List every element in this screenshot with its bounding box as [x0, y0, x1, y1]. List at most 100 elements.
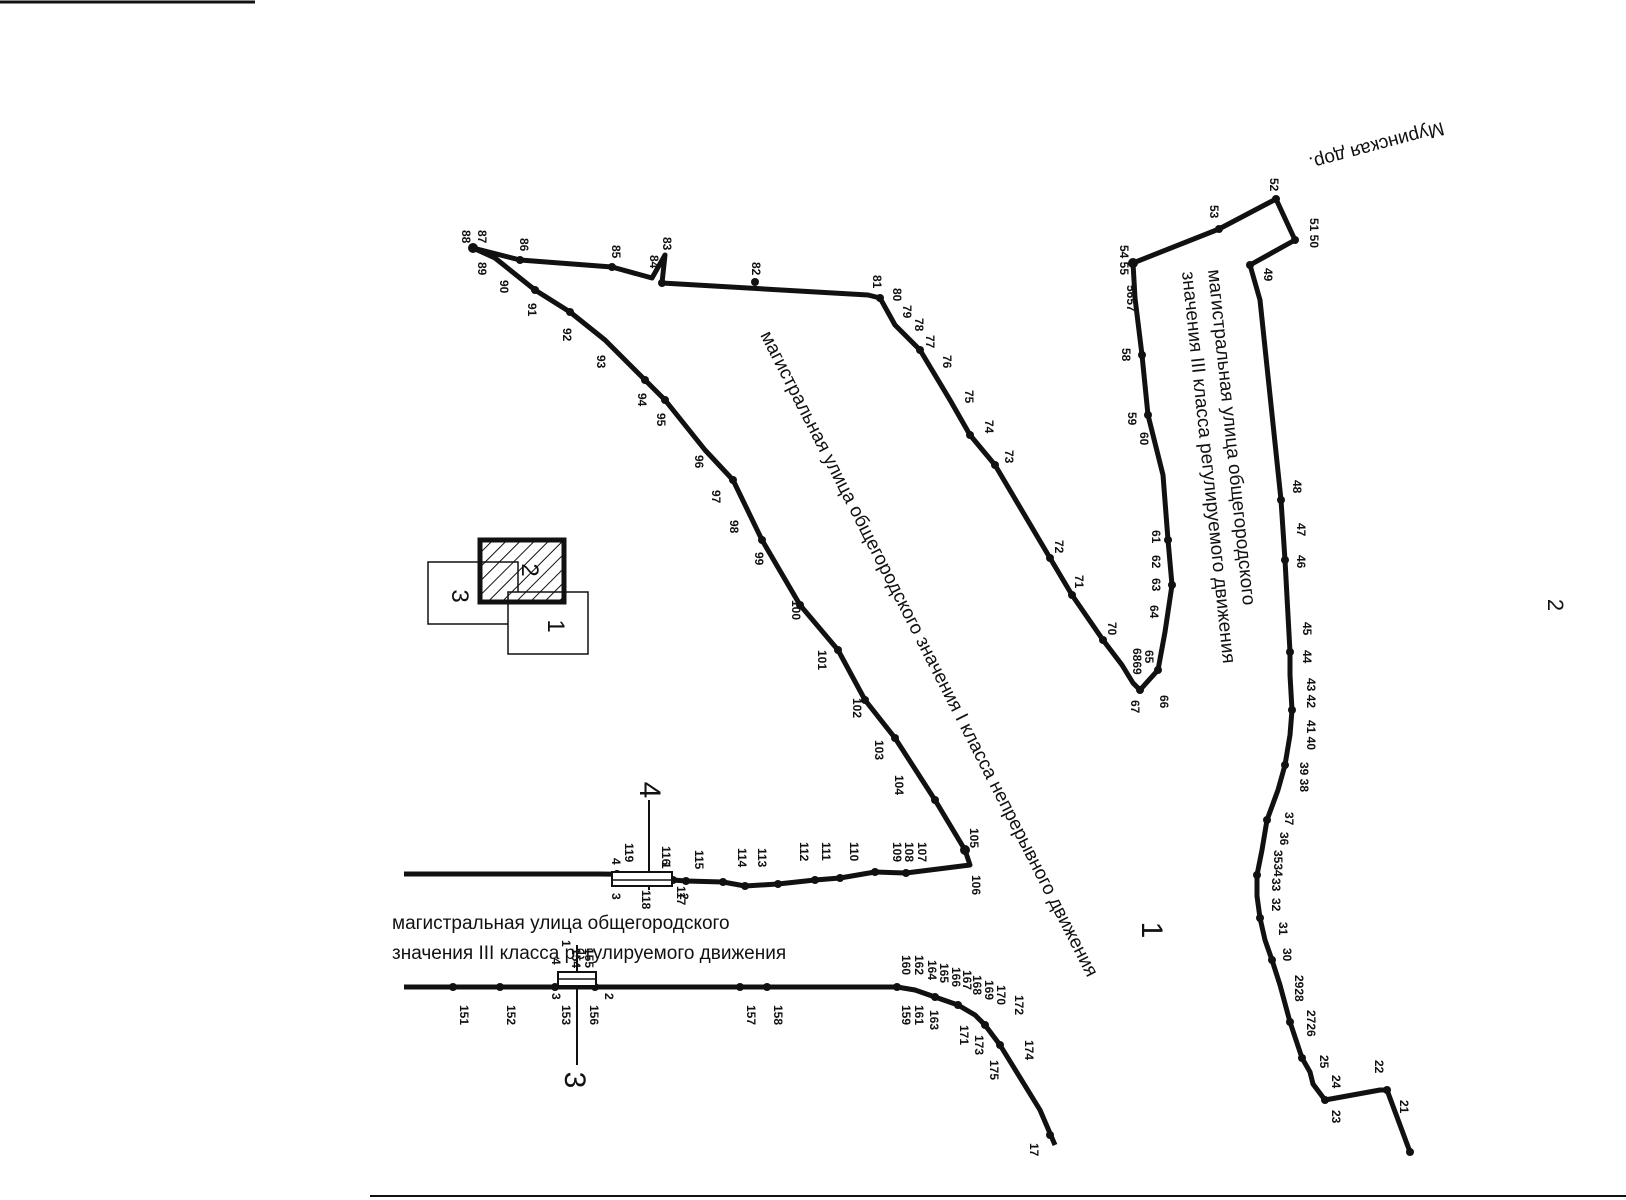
point-label: 175 — [987, 1060, 1001, 1080]
point-label: 100 — [789, 600, 803, 620]
point-label: 161 — [912, 1005, 926, 1025]
point-label: 166 — [949, 967, 963, 987]
point-label: 62 — [1149, 555, 1163, 569]
point-label: 77 — [923, 335, 937, 349]
street-lower-class3-line2: значения III класса регулируемого движен… — [392, 943, 786, 964]
point-label: 48 — [1290, 480, 1304, 494]
point-label: 109 — [890, 842, 904, 862]
point-label: 95 — [654, 413, 668, 427]
section-4-marker: 4 — [611, 782, 673, 890]
point-label: 118 — [639, 890, 653, 910]
point-label: 170 — [994, 985, 1008, 1005]
point-label: 51 50 — [1307, 218, 1321, 248]
point-label: 31 — [1276, 922, 1290, 936]
point-label: 46 — [1294, 555, 1308, 569]
point-label: 53 — [1207, 205, 1221, 219]
point-label: 80 — [890, 288, 904, 302]
point-label: 86 — [517, 238, 531, 252]
point-label: 110 — [847, 842, 861, 862]
point-label: 117 — [674, 886, 688, 906]
point-label: 164 — [925, 960, 939, 980]
point-label: 52 — [1267, 178, 1281, 192]
point-label: 64 — [1147, 605, 1161, 619]
point-label: 106 — [969, 875, 983, 895]
point-label: 151 — [457, 1005, 471, 1025]
point-label: 75 — [962, 390, 976, 404]
point-label: 63 — [1149, 578, 1163, 592]
point-label: 21 — [1397, 1100, 1411, 1114]
point-label: 78 — [912, 318, 926, 332]
point-label: 70 — [1105, 622, 1119, 636]
inset-label-2: 2 — [516, 563, 543, 576]
point-label: 89 — [475, 262, 489, 276]
point-label: 43 42 — [1304, 678, 1318, 708]
point-label: 30 — [1280, 948, 1294, 962]
point-label: 3 — [549, 993, 563, 1000]
point-label: 158 — [771, 1005, 785, 1025]
point-label: 105 — [967, 828, 981, 848]
street-murinskaya: Муринская дор. — [1307, 117, 1447, 173]
point-label: 87 — [475, 230, 489, 244]
point-label: 115 — [692, 850, 706, 870]
point-label: 37 — [1282, 812, 1296, 826]
point-label: 114 — [735, 848, 749, 868]
point-label: 74 — [982, 420, 996, 434]
point-label: 72 — [1052, 540, 1066, 554]
point-label: 67 — [1128, 700, 1142, 714]
point-label: 81 — [870, 275, 884, 289]
point-label: 116 — [659, 846, 673, 866]
point-label: 172 — [1012, 995, 1026, 1015]
point-label: 3534 — [1271, 850, 1285, 877]
inset-location-diagram: 3 2 1 — [427, 537, 589, 655]
point-label: 58 — [1119, 348, 1133, 362]
point-label: 45 — [1300, 622, 1314, 636]
point-label: 22 — [1372, 1060, 1386, 1074]
point-label: 152 — [504, 1005, 518, 1025]
point-label: 169 — [982, 980, 996, 1000]
point-label: 157 — [744, 1005, 758, 1025]
point-label: 23 — [1329, 1110, 1343, 1124]
boundary-lower — [404, 984, 1058, 1146]
point-label: 111 — [819, 842, 833, 861]
point-label: 108 — [902, 842, 916, 862]
point-label: 60 — [1137, 432, 1151, 446]
point-label: 168 — [970, 975, 984, 995]
point-label: 163 — [927, 1010, 941, 1030]
point-label: 162 — [912, 955, 926, 975]
survey-points — [449, 195, 1414, 1156]
point-label: 83 — [660, 237, 674, 251]
point-label: 154 — [569, 948, 583, 968]
point-label: 3 — [609, 893, 623, 900]
point-label: 47 — [1294, 523, 1308, 537]
point-label: 59 — [1125, 412, 1139, 426]
point-label: 90 — [497, 280, 511, 294]
section-4-label: 4 — [633, 782, 666, 799]
boundary-right-east — [1132, 196, 1413, 1153]
point-label: 2 — [677, 893, 691, 900]
point-label: 167 — [960, 970, 974, 990]
point-label: 96 — [692, 455, 706, 469]
point-label: 92 — [560, 328, 574, 342]
page-number: 2 — [1543, 599, 1568, 611]
point-label: 104 — [892, 775, 906, 795]
point-label: 1 — [659, 862, 673, 869]
point-label: 99 — [752, 552, 766, 566]
point-label: 155 — [582, 948, 596, 968]
point-label: 98 — [727, 520, 741, 534]
point-label: 32 — [1269, 898, 1283, 912]
point-label: 17 — [1027, 1143, 1041, 1157]
point-label: 73 — [1002, 450, 1016, 464]
point-label: 39 38 — [1297, 762, 1311, 792]
point-label: 173 — [972, 1035, 986, 1055]
point-label: 61 — [1149, 530, 1163, 544]
section-3-label: 3 — [558, 1072, 591, 1089]
point-label: 33 — [1269, 878, 1283, 892]
point-label: 36 — [1277, 832, 1291, 846]
point-label: 2928 — [1292, 975, 1306, 1002]
point-label: 103 — [872, 740, 886, 760]
point-label: 1 — [559, 940, 573, 947]
street-lower-class3-line1: магистральная улица общегородского — [392, 913, 730, 934]
point-label: 97 — [709, 490, 723, 504]
point-label: 156 — [587, 1005, 601, 1025]
point-label: 4 — [609, 858, 623, 865]
